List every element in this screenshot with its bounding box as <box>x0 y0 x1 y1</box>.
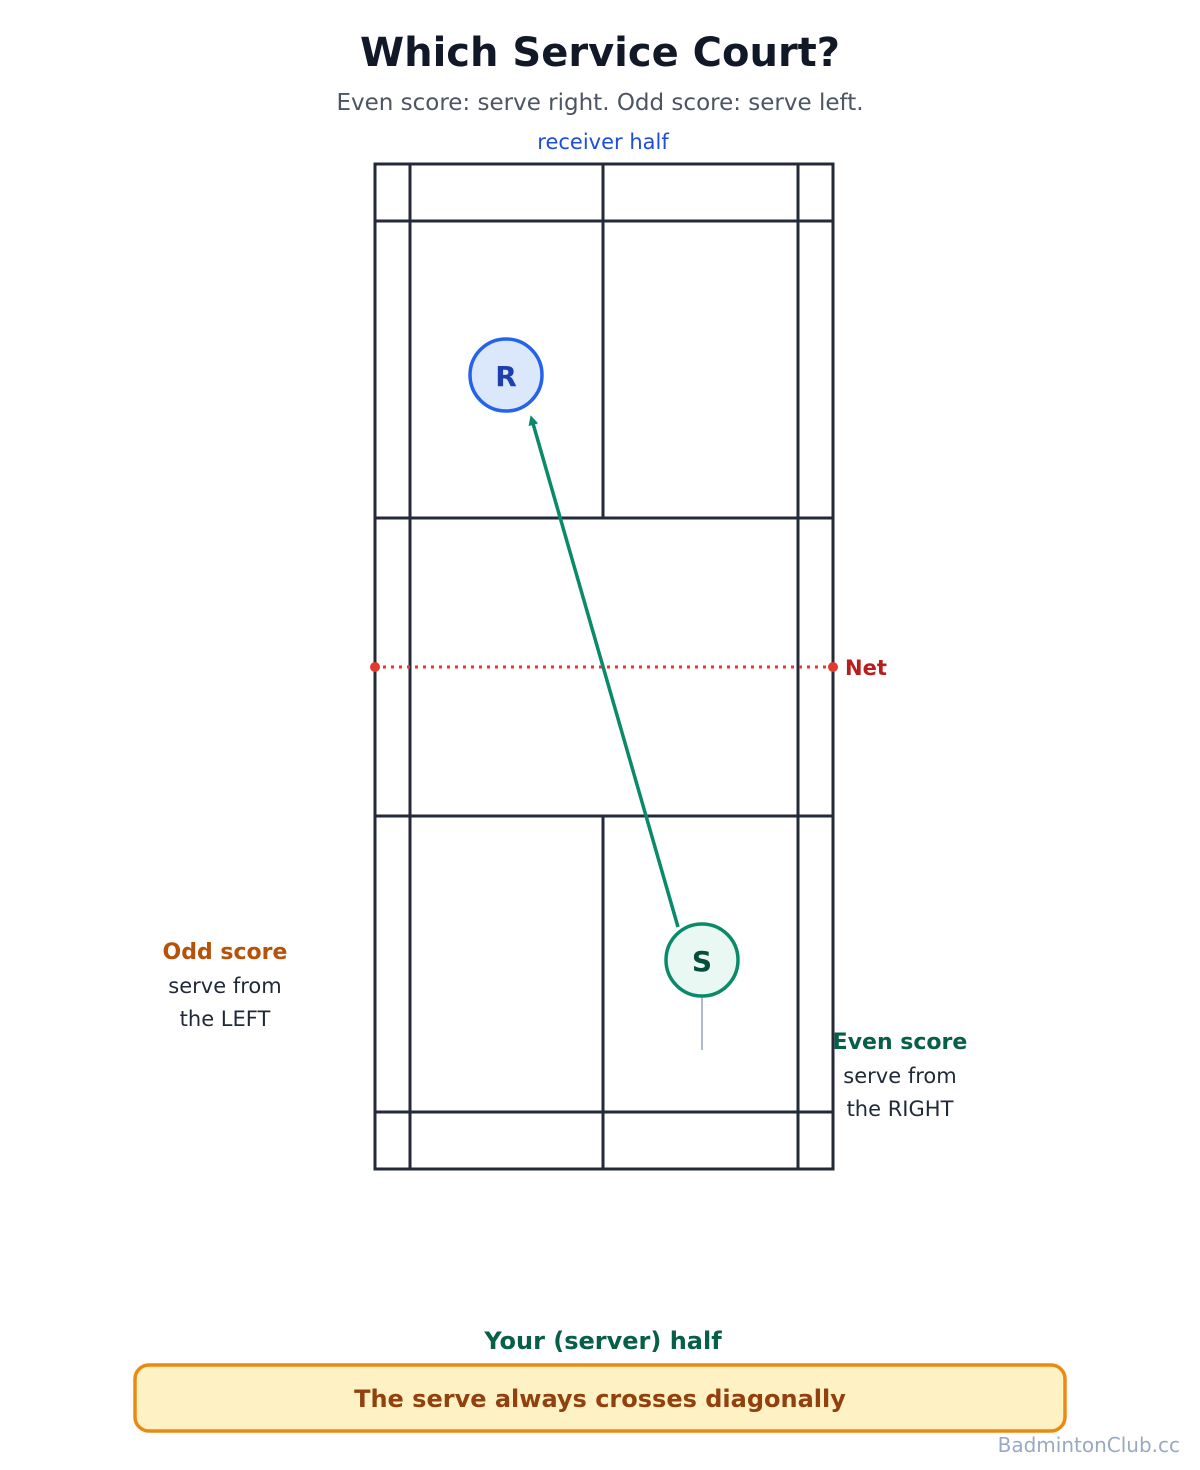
receiver-half-label: receiver half <box>537 130 669 154</box>
even-score-line2: the RIGHT <box>847 1097 954 1121</box>
even-score-line1: serve from <box>843 1064 956 1088</box>
odd-score-line2: the LEFT <box>180 1007 271 1031</box>
banner-text: The serve always crosses diagonally <box>354 1385 846 1413</box>
net-post-left <box>370 662 380 672</box>
server-marker <box>664 922 740 998</box>
server-player-icon: S <box>664 922 740 998</box>
odd-score-line1: serve from <box>168 974 281 998</box>
serve-direction-arrow <box>528 415 680 928</box>
watermark: BadmintonClub.cc <box>998 1433 1180 1457</box>
odd-score-heading: Odd score <box>163 940 288 965</box>
diagonal-serve-banner: The serve always crosses diagonally <box>133 1363 1067 1433</box>
net-label: Net <box>845 656 887 680</box>
receiver-player-icon: R <box>468 337 544 413</box>
banner-box <box>133 1363 1067 1433</box>
server-letter: S <box>692 945 712 978</box>
page-title: Which Service Court? <box>360 30 840 76</box>
badminton-court <box>373 162 835 1171</box>
receiver-letter: R <box>495 360 517 393</box>
net-post-right <box>828 662 838 672</box>
even-score-heading: Even score <box>833 1030 968 1055</box>
net: Net <box>370 656 887 680</box>
even-score-note: Even score serve from the RIGHT <box>833 1030 968 1121</box>
server-half-label: Your (server) half <box>483 1327 722 1355</box>
odd-score-note: Odd score serve from the LEFT <box>163 940 288 1031</box>
receiver-marker <box>468 337 544 413</box>
page-subtitle: Even score: serve right. Odd score: serv… <box>336 90 863 116</box>
